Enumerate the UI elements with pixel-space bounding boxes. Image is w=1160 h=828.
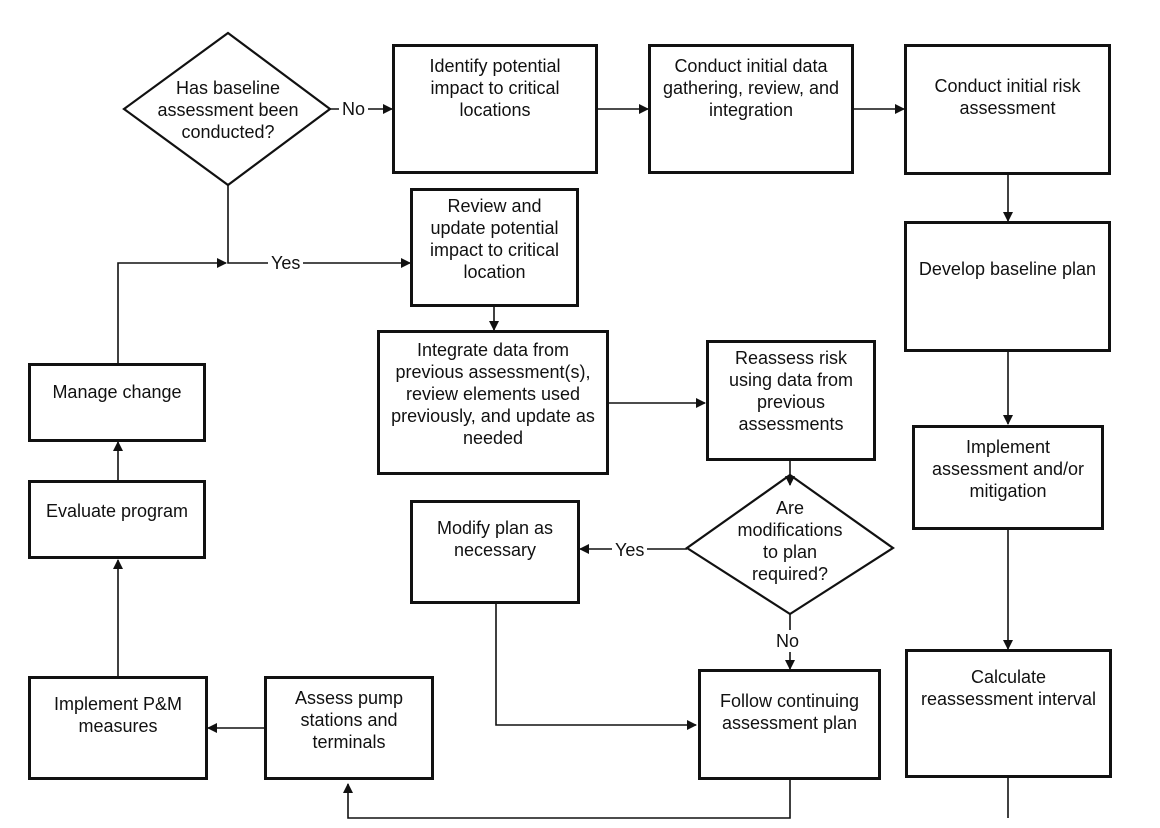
node-label: Follow continuing assessment plan (719, 691, 860, 733)
node-label: Conduct initial data gathering, review, … (662, 56, 840, 120)
edge-follow-to-bottom (343, 780, 791, 819)
edge-modify-to-follow (495, 604, 697, 730)
node-modify-plan: Modify plan as necessary (410, 500, 580, 604)
node-review-update: Review and update potential impact to cr… (410, 188, 579, 307)
node-implement-pm: Implement P&M measures (28, 676, 208, 780)
edge-label-mods-no: No (773, 630, 803, 652)
node-label: Manage change (52, 382, 182, 402)
node-label: Implement P&M measures (53, 694, 183, 736)
node-reassess-risk: Reassess risk using data from previous a… (706, 340, 876, 461)
node-label: Evaluate program (45, 501, 189, 521)
node-label: Reassess risk using data from previous a… (728, 348, 854, 434)
node-implement-assessment: Implement assessment and/or mitigation (912, 425, 1104, 530)
node-evaluate-program: Evaluate program (28, 480, 206, 559)
node-label: Assess pump stations and terminals (294, 688, 404, 752)
edge-baseline-yes (227, 185, 411, 268)
node-assess-pump: Assess pump stations and terminals (264, 676, 434, 780)
node-integrate-data: Integrate data from previous assessment(… (377, 330, 609, 475)
node-label: Conduct initial risk assessment (934, 76, 1081, 118)
edge-label-baseline-no: No (339, 98, 369, 120)
node-calculate-interval: Calculate reassessment interval (905, 649, 1112, 778)
node-initial-risk: Conduct initial risk assessment (904, 44, 1111, 175)
node-label: Integrate data from previous assessment(… (391, 340, 595, 448)
node-identify-impact: Identify potential impact to critical lo… (392, 44, 598, 174)
decision-modifications-text: Are modifications to plan required? (737, 498, 843, 584)
node-label: Modify plan as necessary (436, 518, 554, 560)
decision-baseline-text: Has baseline assessment been conducted? (157, 78, 299, 142)
node-label: Develop baseline plan (918, 259, 1097, 279)
node-initial-data: Conduct initial data gathering, review, … (648, 44, 854, 174)
edge-label-baseline-yes: Yes (268, 252, 304, 274)
node-follow-plan: Follow continuing assessment plan (698, 669, 881, 780)
node-label: Calculate reassessment interval (920, 667, 1097, 709)
edge-manage-to-loop (117, 258, 227, 363)
node-manage-change: Manage change (28, 363, 206, 442)
node-develop-plan: Develop baseline plan (904, 221, 1111, 352)
node-label: Identify potential impact to critical lo… (429, 56, 561, 120)
edge-label-mods-yes: Yes (612, 539, 648, 561)
node-label: Implement assessment and/or mitigation (931, 437, 1085, 501)
node-label: Review and update potential impact to cr… (429, 196, 560, 282)
